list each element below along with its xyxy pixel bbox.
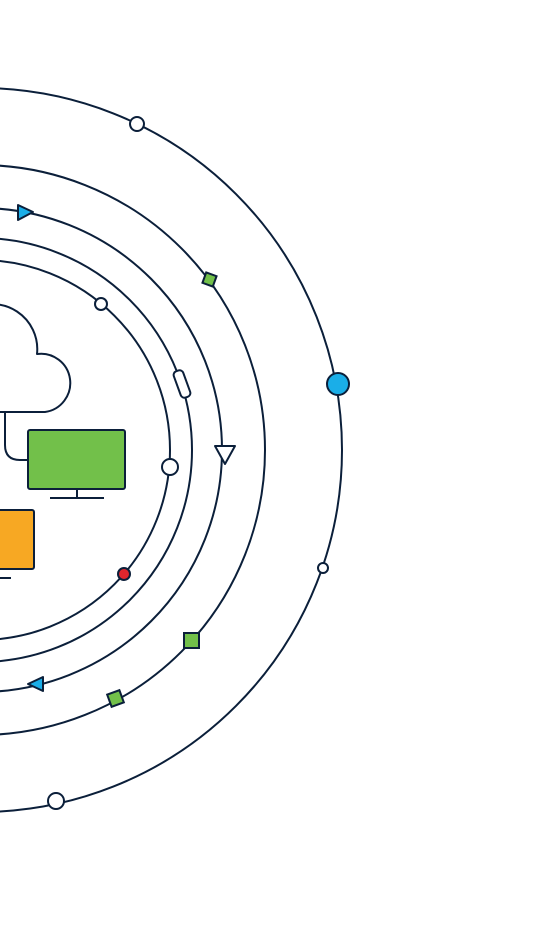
orbit-ring-4	[0, 164, 266, 736]
node-marker	[94, 297, 108, 311]
node-marker-blue	[326, 372, 350, 396]
cloud-icon	[0, 303, 72, 413]
orbit-markers	[17, 116, 350, 810]
triangle-marker-blue	[17, 204, 34, 221]
monitor-icon	[27, 429, 126, 499]
triangle-marker	[214, 445, 236, 465]
node-marker	[129, 116, 145, 132]
node-marker-red	[117, 567, 131, 581]
orbit-ring-1	[0, 260, 171, 640]
square-marker	[183, 632, 200, 649]
node-marker	[47, 792, 65, 810]
diamond-marker	[105, 688, 126, 709]
orbit-ring-5	[0, 87, 343, 813]
node-marker	[161, 458, 179, 476]
orbit-ring-2	[0, 238, 193, 662]
triangle-marker-blue	[27, 676, 44, 692]
pill-marker	[172, 369, 192, 399]
node-marker	[317, 562, 329, 574]
cloud-monitor-connector	[4, 412, 29, 461]
diamond-marker	[201, 271, 218, 288]
device-icon	[0, 509, 35, 579]
